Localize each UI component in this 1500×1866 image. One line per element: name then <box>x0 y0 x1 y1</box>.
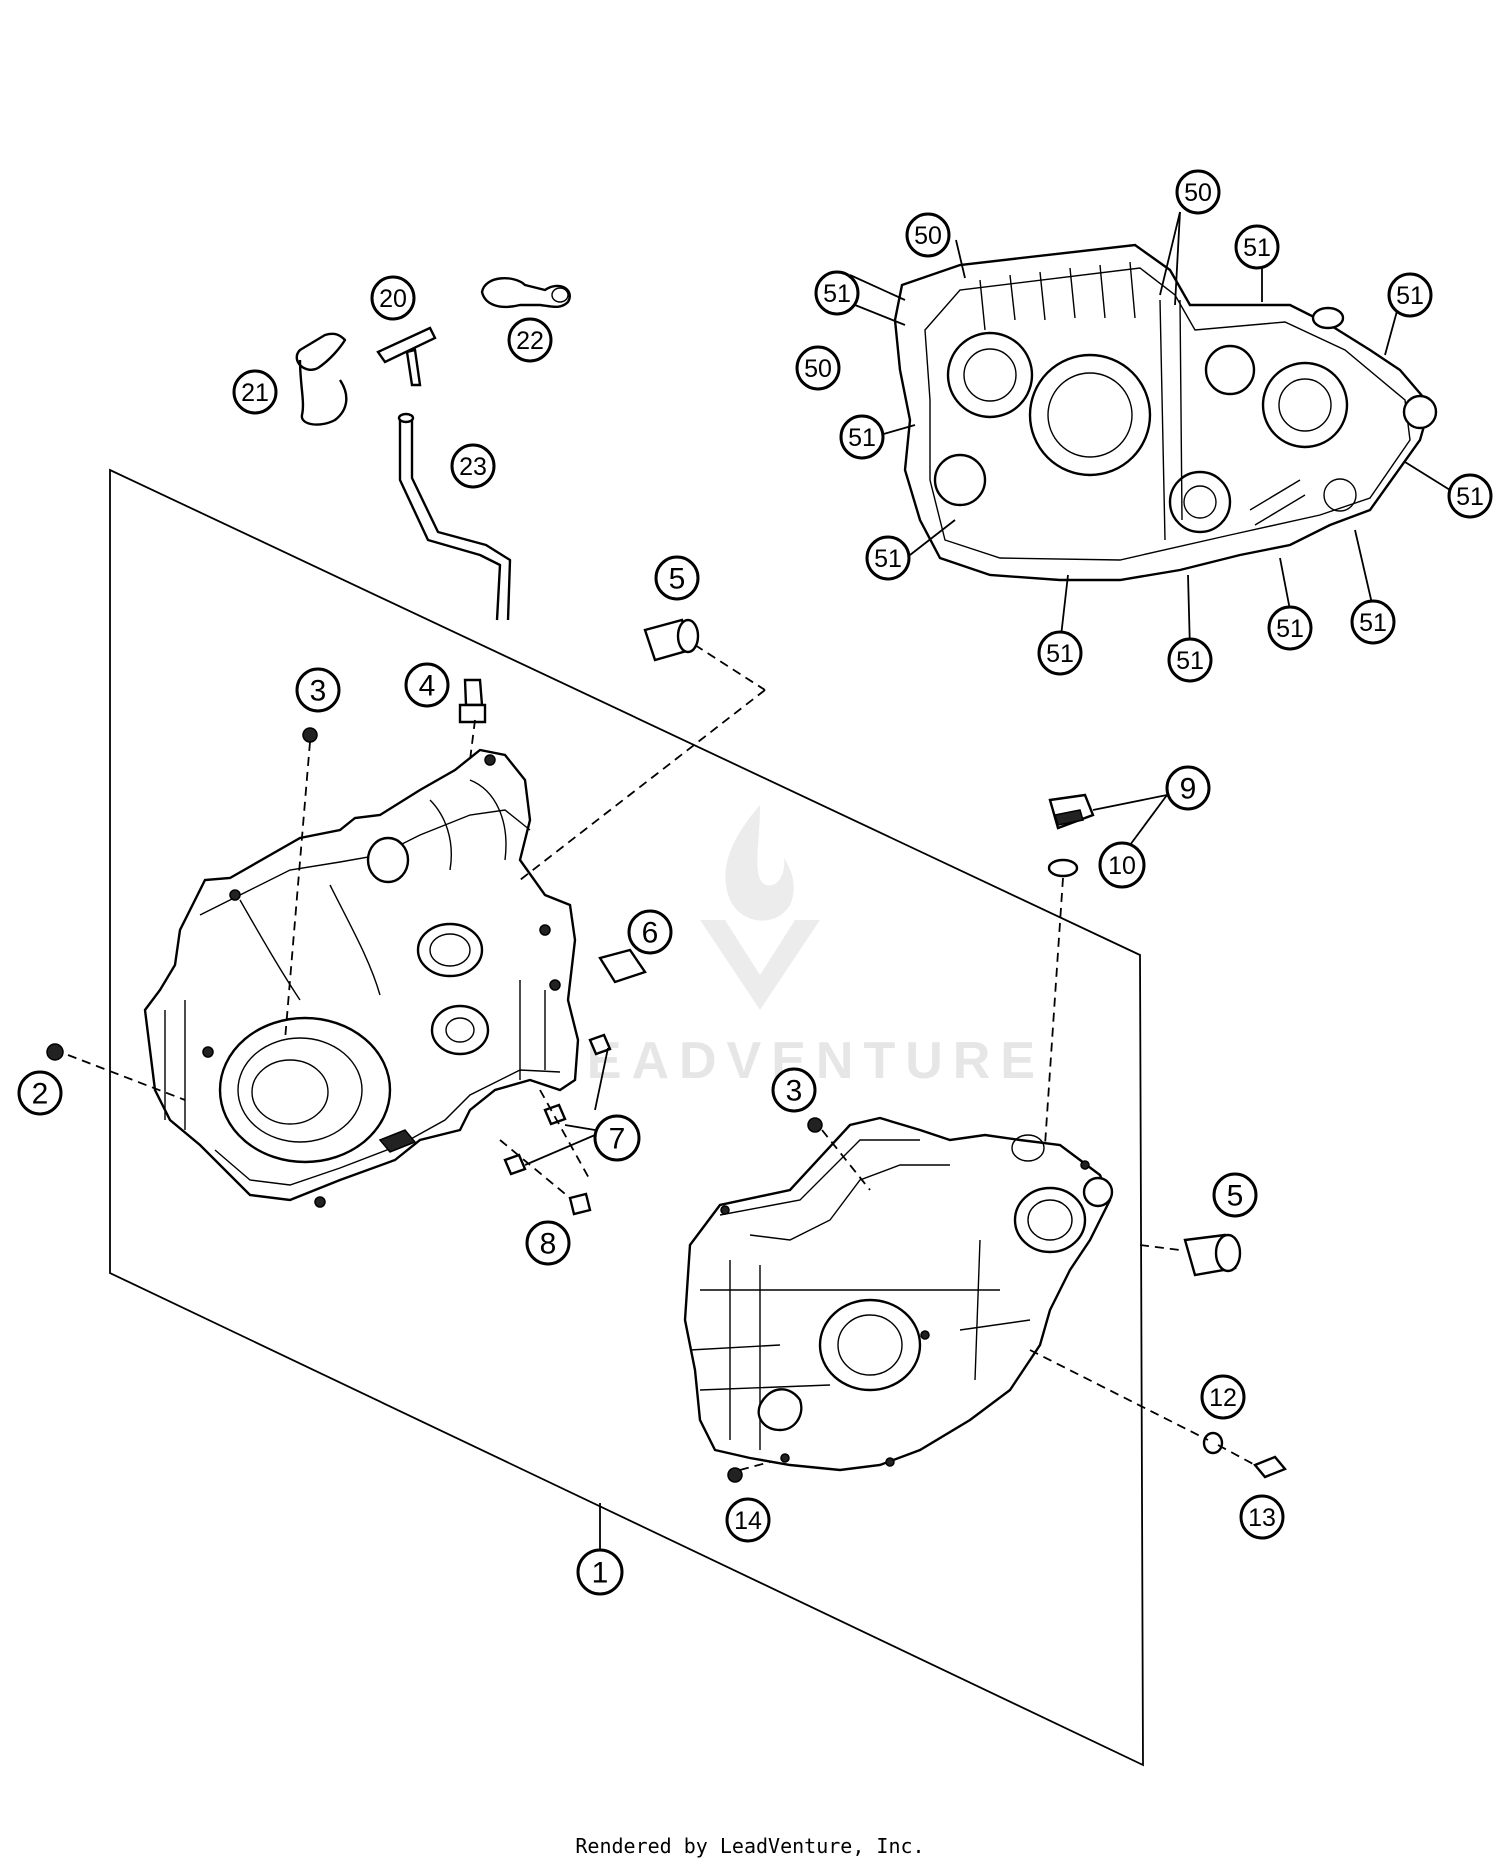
footer-credit: Rendered by LeadVenture, Inc. <box>575 1834 925 1858</box>
callout-12: 12 <box>1200 1374 1246 1420</box>
callout-51-d: 51 <box>839 414 885 460</box>
right-crankcase-half <box>683 1116 1114 1472</box>
callout-51-e: 51 <box>865 535 911 581</box>
svg-text:21: 21 <box>241 379 269 407</box>
crankcase-inside-view <box>893 243 1438 582</box>
left-crankcase-half <box>143 748 580 1208</box>
callout-50-b: 50 <box>905 212 951 258</box>
svg-text:51: 51 <box>1359 609 1387 637</box>
callout-1: 1 <box>576 1548 624 1596</box>
svg-text:6: 6 <box>642 917 659 950</box>
svg-text:51: 51 <box>1276 615 1304 643</box>
svg-text:51: 51 <box>1243 234 1271 262</box>
leadventure-watermark: LEADVENTURE <box>545 805 1035 1090</box>
callout-51-f: 51 <box>1447 473 1493 519</box>
svg-text:12: 12 <box>1209 1384 1237 1412</box>
callout-4: 4 <box>404 662 450 708</box>
callout-51-j: 51 <box>1350 599 1396 645</box>
assembly-frame <box>109 468 1144 1767</box>
svg-text:51: 51 <box>874 545 902 573</box>
svg-text:8: 8 <box>540 1228 557 1261</box>
fitting-4 <box>458 678 487 724</box>
callout-5-right: 5 <box>1212 1172 1258 1218</box>
bushing-5-top <box>643 618 700 662</box>
callout-3-right: 3 <box>771 1067 817 1113</box>
callout-50-c: 50 <box>795 345 841 391</box>
callout-51-b: 51 <box>1234 224 1280 270</box>
callout-23: 23 <box>450 443 496 489</box>
hose-20 <box>376 326 437 387</box>
svg-text:5: 5 <box>669 563 686 596</box>
svg-text:9: 9 <box>1180 773 1197 806</box>
svg-text:20: 20 <box>379 285 407 313</box>
o-ring-10 <box>1047 858 1079 878</box>
callout-8: 8 <box>525 1220 571 1266</box>
svg-text:51: 51 <box>1176 647 1204 675</box>
svg-text:51: 51 <box>823 280 851 308</box>
svg-text:7: 7 <box>609 1123 626 1156</box>
svg-text:3: 3 <box>310 675 327 708</box>
svg-text:51: 51 <box>1456 483 1484 511</box>
svg-text:51: 51 <box>1046 640 1074 668</box>
callout-7: 7 <box>593 1114 641 1162</box>
svg-text:1: 1 <box>592 1557 609 1590</box>
callout-2: 2 <box>17 1070 63 1116</box>
hose-22 <box>480 277 571 309</box>
bushing-5-right <box>1183 1233 1242 1277</box>
callout-13: 13 <box>1239 1494 1285 1540</box>
svg-text:10: 10 <box>1108 852 1136 880</box>
callout-14: 14 <box>725 1497 771 1543</box>
svg-text:14: 14 <box>734 1507 762 1535</box>
svg-text:50: 50 <box>804 355 832 383</box>
callout-3-left: 3 <box>295 667 341 713</box>
svg-text:50: 50 <box>914 222 942 250</box>
callout-51-i: 51 <box>1267 605 1313 651</box>
plug-9 <box>1048 793 1095 830</box>
svg-text:51: 51 <box>1396 282 1424 310</box>
callout-6: 6 <box>627 909 673 955</box>
svg-text:50: 50 <box>1184 179 1212 207</box>
svg-text:4: 4 <box>419 670 436 703</box>
callout-51-g: 51 <box>1037 630 1083 676</box>
svg-text:23: 23 <box>459 453 487 481</box>
svg-text:13: 13 <box>1248 1504 1276 1532</box>
svg-text:22: 22 <box>516 327 544 355</box>
bushing-6 <box>598 948 647 984</box>
leader-lines <box>67 644 1256 1471</box>
callout-51-h: 51 <box>1167 637 1213 683</box>
callout-10: 10 <box>1098 841 1146 889</box>
svg-text:3: 3 <box>786 1075 803 1108</box>
callout-51-a: 51 <box>814 270 860 316</box>
callout-51-c: 51 <box>1387 272 1433 318</box>
callout-21: 21 <box>232 369 278 415</box>
svg-text:2: 2 <box>32 1078 49 1111</box>
callout-22: 22 <box>507 317 553 363</box>
small-fasteners <box>46 727 1287 1483</box>
hose-23 <box>397 412 512 621</box>
callout-9: 9 <box>1165 765 1211 811</box>
callout-50-a: 50 <box>1175 169 1221 215</box>
svg-text:51: 51 <box>848 424 876 452</box>
callout-20: 20 <box>370 275 416 321</box>
hose-21 <box>295 332 348 426</box>
svg-text:5: 5 <box>1227 1180 1244 1213</box>
callout-5-top: 5 <box>654 555 700 601</box>
